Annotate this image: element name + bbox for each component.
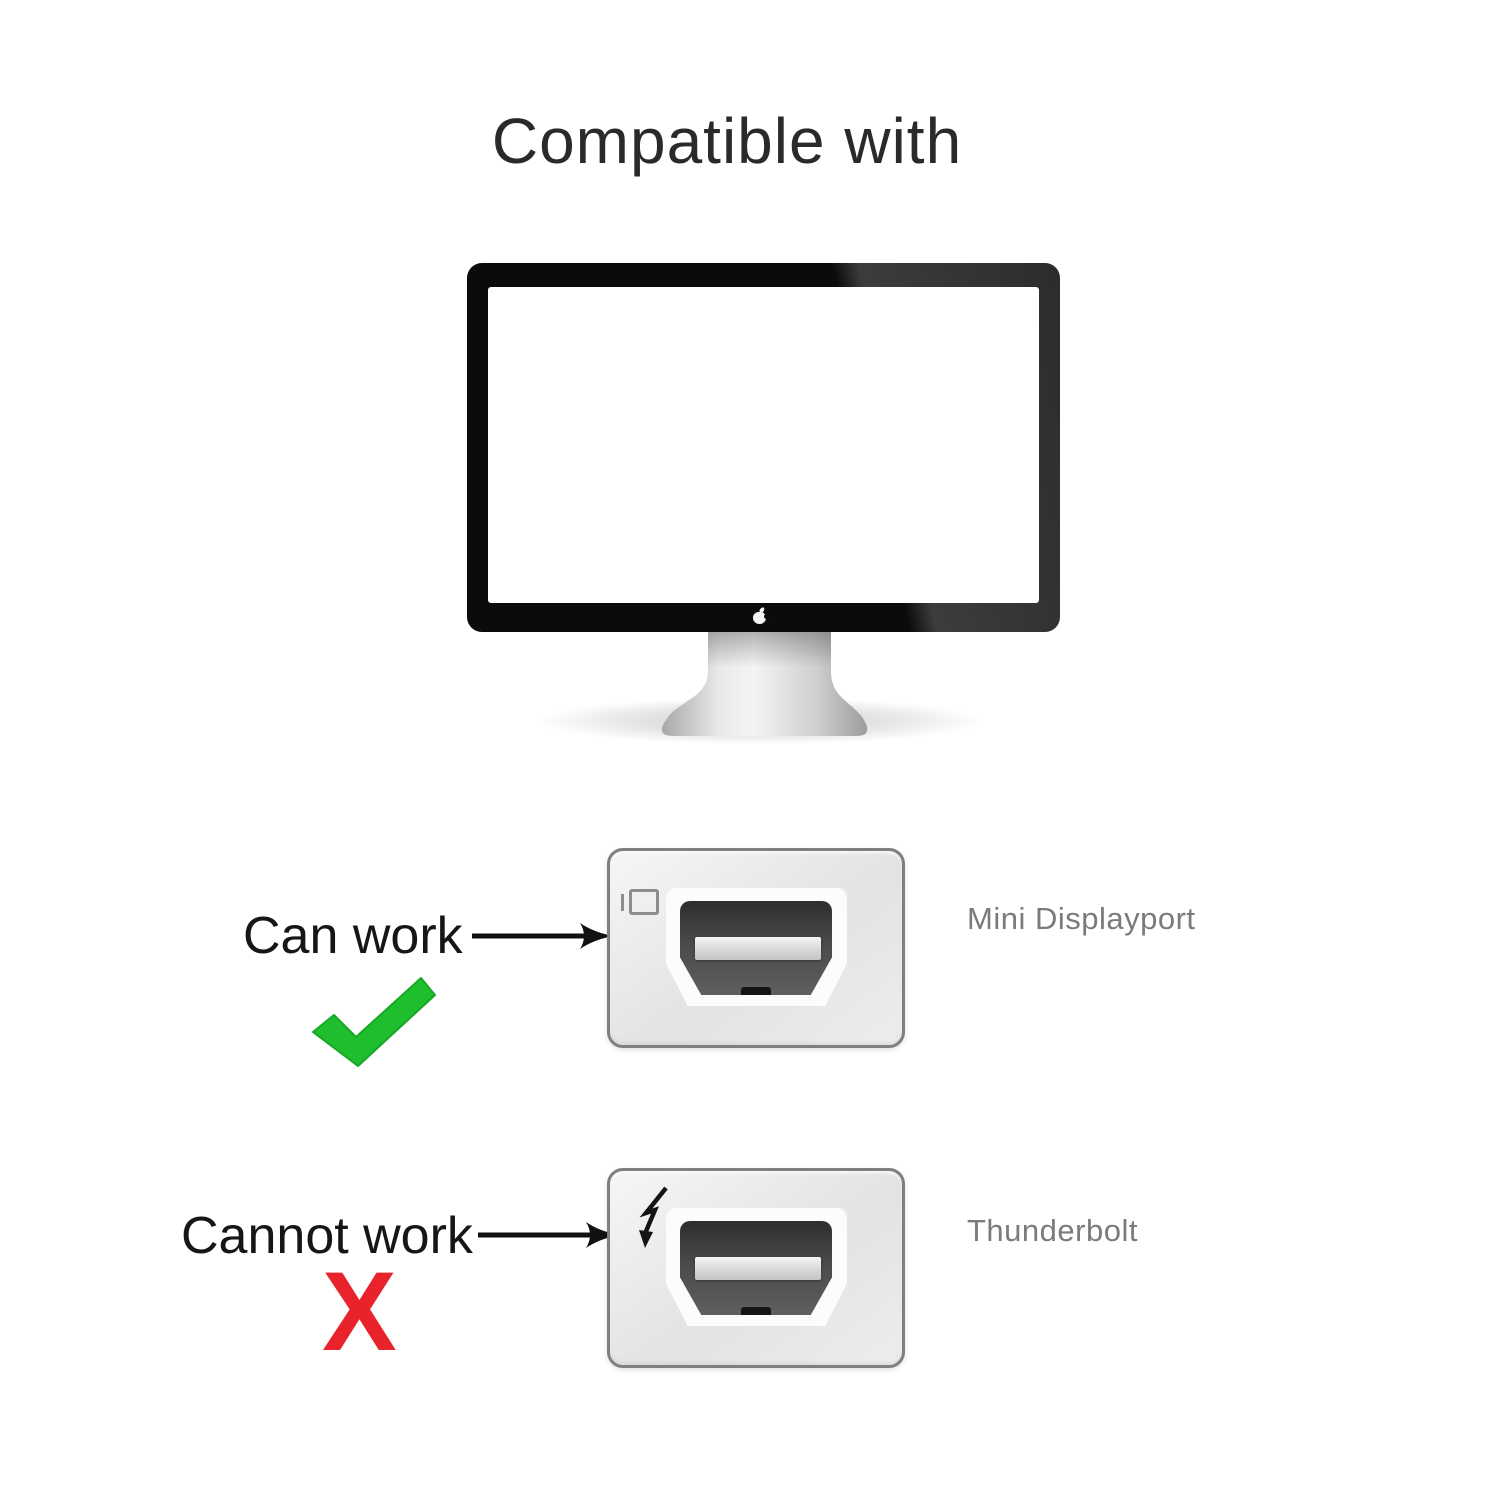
arrow-right-icon [472,923,613,949]
port-notch [741,987,771,995]
port-card-thunderbolt [607,1168,905,1368]
port-tongue [695,1257,821,1280]
monitor-screen [488,287,1039,603]
port-recess [666,1208,847,1326]
monitor-bezel [467,263,1060,632]
port-opening [680,901,832,995]
arrow-right-icon [478,1222,619,1248]
page-title: Compatible with [491,105,963,177]
apple-logo-icon [752,606,769,626]
port-label-mini-displayport: Mini Displayport [967,901,1196,936]
monitor-stand [661,631,868,736]
port-opening [680,1221,832,1315]
port-card-mini-displayport [607,848,905,1048]
port-recess [666,888,847,1006]
thunderbolt-icon [639,1186,668,1248]
apple-body [753,612,766,624]
x-icon: X [322,1249,397,1374]
port-label-thunderbolt: Thunderbolt [967,1213,1138,1248]
port-tongue [695,937,821,960]
port-notch [741,1307,771,1315]
check-icon [312,977,436,1067]
mini-displayport-icon [619,888,673,920]
cannot-work-label: Cannot work [181,1207,473,1265]
apple-bite [764,614,769,619]
can-work-label: Can work [243,907,463,965]
